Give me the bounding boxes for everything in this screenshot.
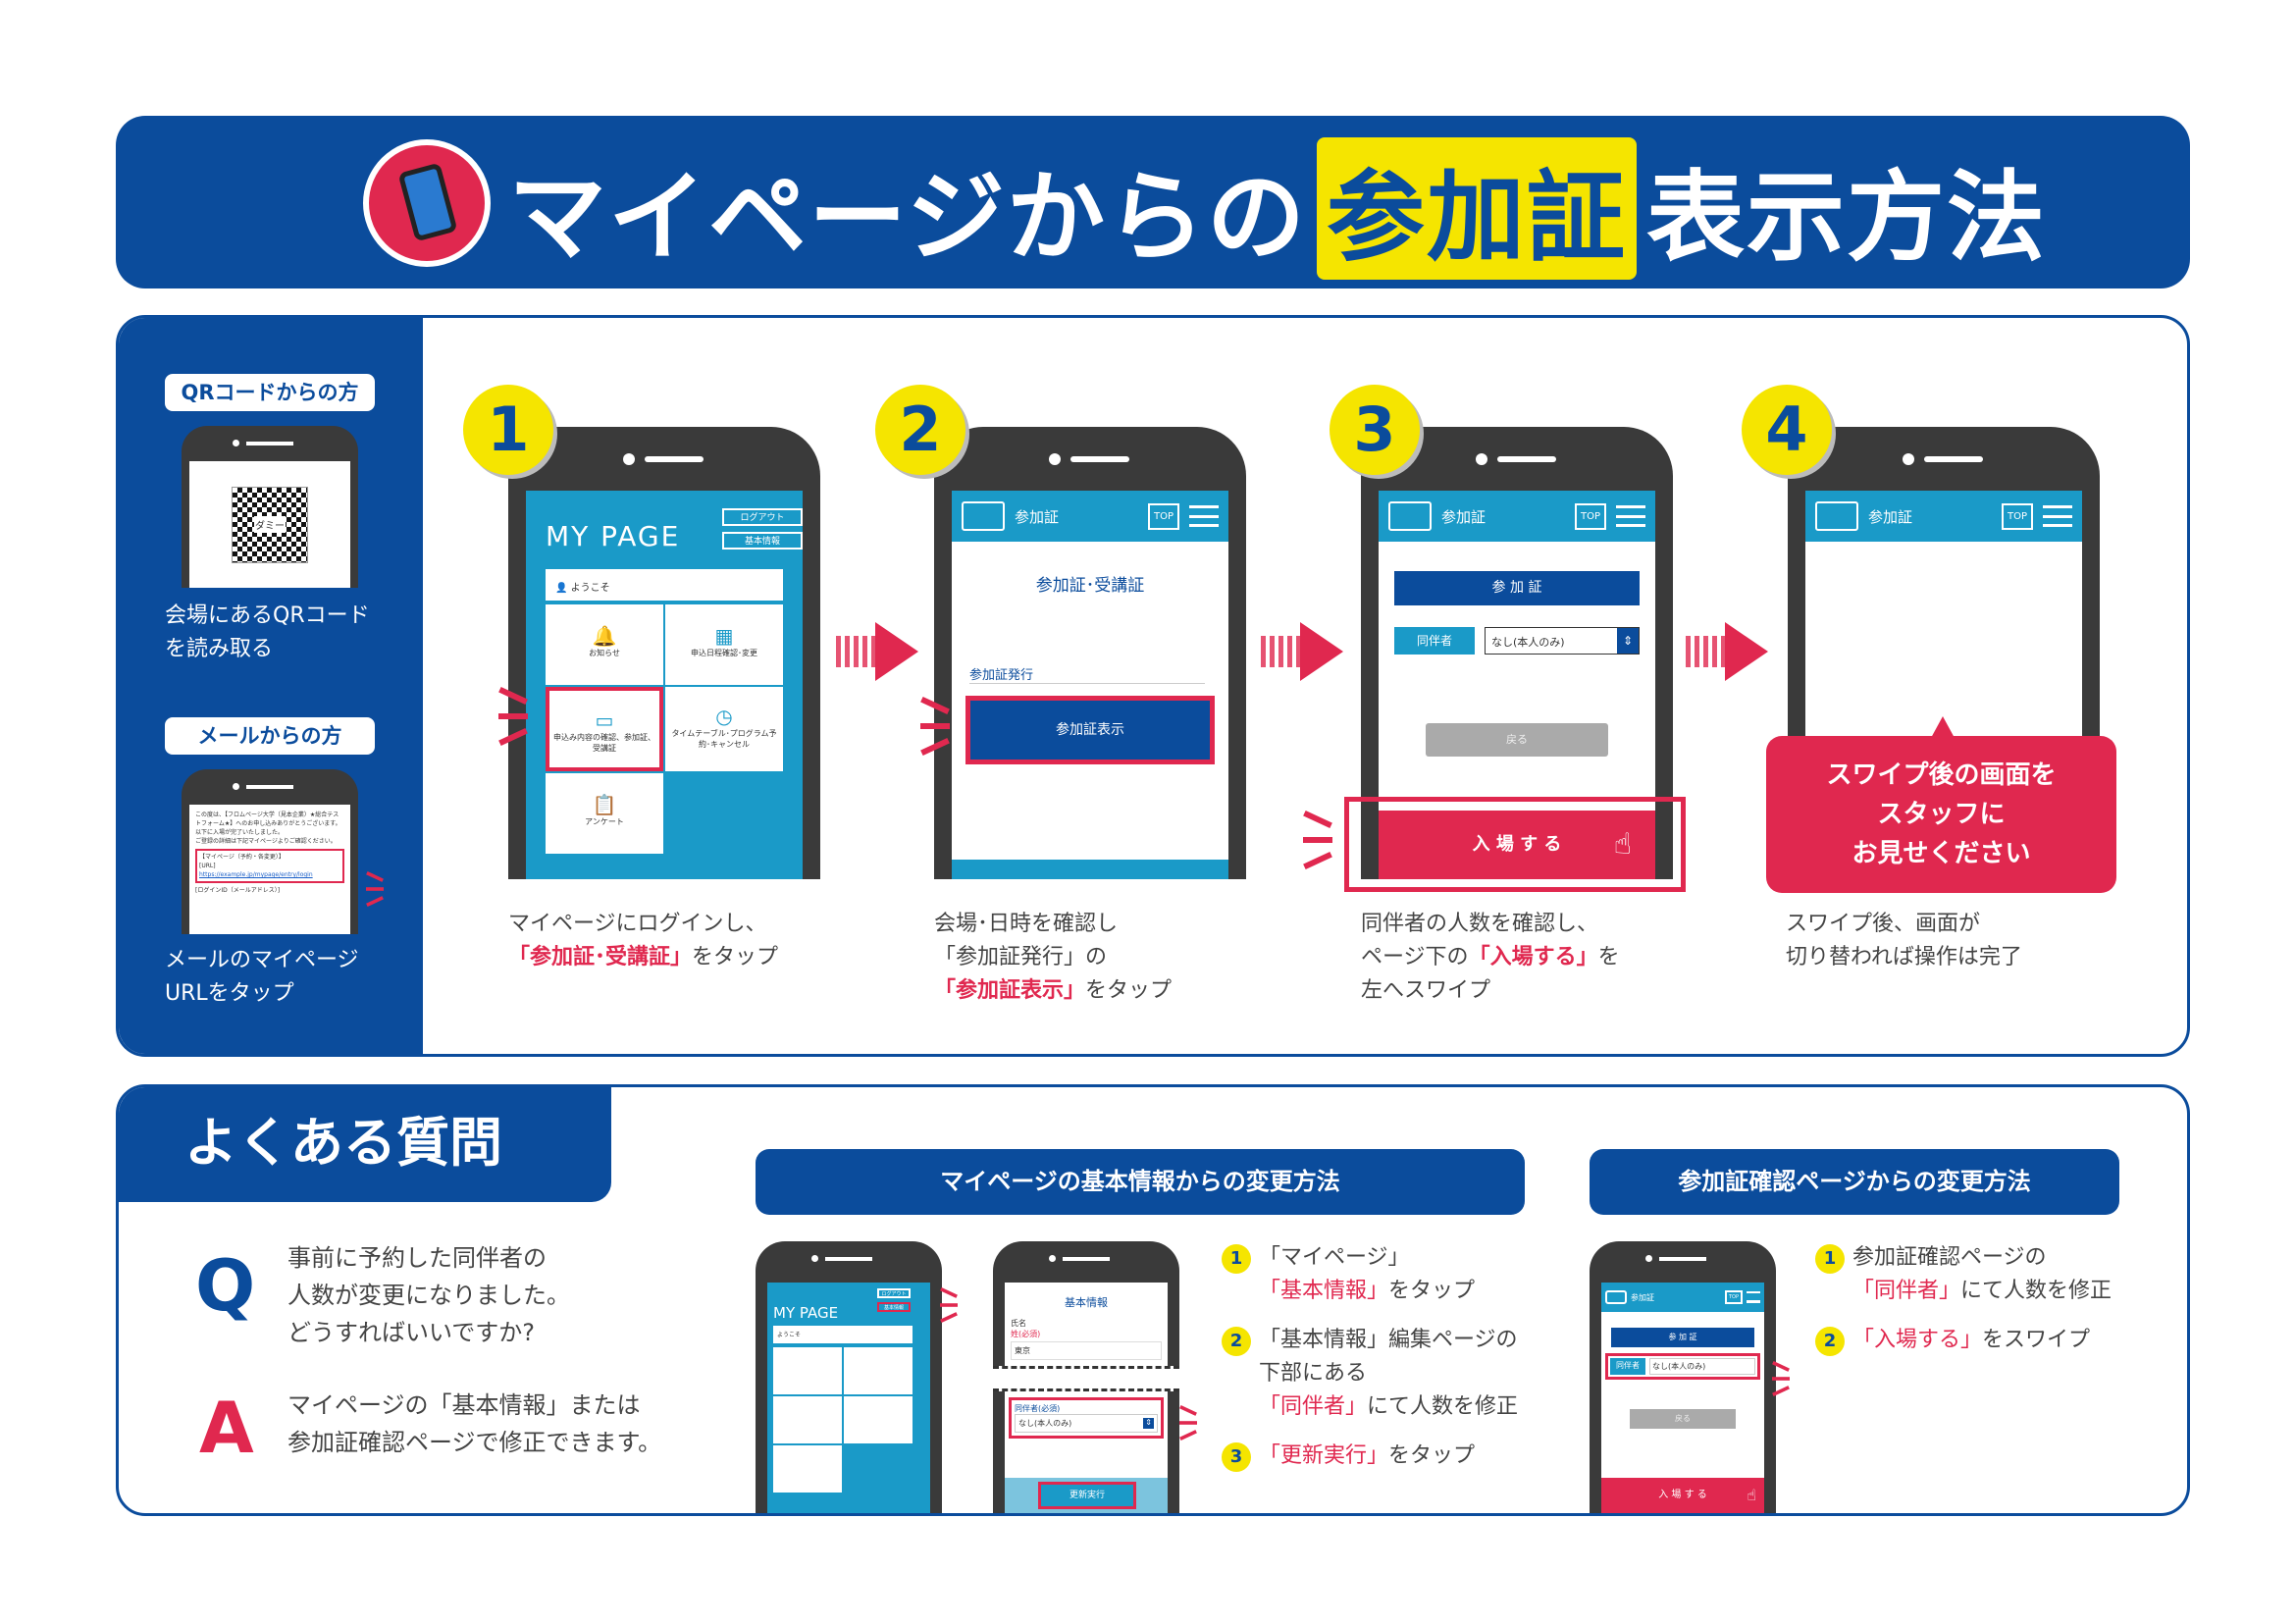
update-button[interactable]: 更新実行 [1038, 1482, 1136, 1509]
method1-steps: 1「マイページ」 「基本情報」をタップ 2「基本情報」編集ページの 下部にある … [1222, 1241, 1518, 1473]
id-card-icon: ▭ [595, 708, 614, 732]
title-highlight: 参加証 [1317, 137, 1637, 280]
step-badge-1: 1 [463, 385, 553, 475]
hand-holding-phone-icon [363, 139, 491, 267]
tile-admission-pass[interactable]: ▭申込み内容の確認、参加証、受講証 [546, 687, 663, 771]
back-button[interactable]: 戻る [1630, 1409, 1736, 1429]
tile-survey[interactable]: 📋アンケート [546, 773, 663, 854]
hamburger-menu-icon[interactable] [1616, 505, 1645, 527]
method1-heading: マイページの基本情報からの変更方法 [756, 1149, 1525, 1215]
welcome-bar: ようこそ [773, 1326, 913, 1343]
companion-field-box: 同伴者(必須) なし(本人のみ)⇕ [1009, 1397, 1164, 1439]
companion-row[interactable]: 同伴者 なし(本人のみ) [1605, 1353, 1760, 1380]
sei-field[interactable]: 東京 [1011, 1341, 1162, 1360]
tile-news[interactable]: 🔔お知らせ [546, 604, 663, 685]
access-methods-sidebar: QRコードからの方 ダミー 会場にあるQRコードを読み取る メールからの方 この… [119, 318, 423, 1054]
step-badge-2: 2 [875, 385, 965, 475]
step3-caption: 同伴者の人数を確認し、 ページ下の「入場する」を 左へスワイプ [1361, 912, 1620, 1003]
top-button[interactable]: TOP [2001, 502, 2033, 530]
swipe-hand-icon: ☝ [1747, 1486, 1756, 1504]
title-banner: マイページからの 参加証 表示方法 [116, 116, 2190, 288]
qr-code-icon: ダミー [232, 486, 308, 563]
method1-mypage-phone: MY PAGE ログアウト 基本情報 ようこそ [756, 1241, 942, 1513]
mypage-title: MY PAGE [546, 520, 681, 552]
logout-button[interactable]: ログアウト [877, 1288, 911, 1298]
hamburger-menu-icon[interactable] [2043, 505, 2072, 527]
pass-title: 参 加 証 [1394, 571, 1640, 605]
step4-caption: スワイプ後、画面が切り替われば操作は完了 [1786, 912, 2022, 969]
top-button[interactable]: TOP [1147, 502, 1179, 530]
logout-button[interactable]: ログアウト [722, 508, 803, 526]
show-pass-button[interactable]: 参加証表示 [965, 696, 1215, 764]
next-arrow-icon [1686, 622, 1774, 681]
companion-label: 同伴者 [1394, 627, 1475, 655]
mypage-url-link[interactable]: https://example.jp/mypage/entry/login [199, 871, 313, 878]
clipboard-icon: 📋 [592, 793, 617, 816]
show-staff-callout: スワイプ後の画面をスタッフにお見せください [1766, 716, 2116, 893]
basic-info-button[interactable]: 基本情報 [722, 532, 803, 550]
enter-highlight [1344, 797, 1686, 892]
mail-url-box[interactable]: 【マイページ（予約・各変更）】[URL] https://example.jp/… [195, 849, 344, 883]
enter-swipe-button[interactable]: 入 場 す る☝ [1601, 1478, 1764, 1513]
hamburger-menu-icon [1747, 1291, 1760, 1303]
mail-phone: この度は、【フロムページ大学（見本企業）★総合テストフォーム★】へのお申し込みあ… [182, 769, 384, 934]
method1-basic-info-phone: 基本情報 氏名 姓(必須) 東京 同伴者(必須) なし(本人のみ)⇕ 更新実行 [993, 1241, 1179, 1513]
next-arrow-icon [836, 622, 924, 681]
title-text: 表示方法 [1646, 160, 2047, 275]
qr-phone: ダミー [182, 426, 358, 588]
q-icon: Q [195, 1244, 256, 1327]
step1-phone: MY PAGE ログアウト 基本情報 👤 ようこそ 🔔お知らせ ▦申込日程確認･… [508, 427, 820, 879]
answer-text: マイページの「基本情報」または参加証確認ページで修正できます。 [287, 1391, 662, 1456]
welcome-bar: 👤 ようこそ [546, 569, 783, 601]
top-button[interactable]: TOP [1724, 1290, 1743, 1304]
swipe-hand-icon: ☝ [1613, 827, 1632, 862]
screen-heading: 参加証･受講証 [1035, 576, 1145, 596]
qr-caption: 会場にあるQRコードを読み取る [165, 603, 370, 661]
bell-icon: 🔔 [592, 624, 617, 648]
calendar-icon: ▦ [714, 624, 734, 648]
section-label: 参加証発行 [969, 664, 1205, 684]
step2-caption: 会場･日時を確認し「参加証発行」の 「参加証表示」をタップ [934, 912, 1173, 1003]
tile-schedule[interactable]: ▦申込日程確認･変更 [665, 604, 783, 685]
step-badge-4: 4 [1742, 385, 1832, 475]
title-text: マイページからの [508, 160, 1307, 275]
step-badge-3: 3 [1330, 385, 1420, 475]
hamburger-menu-icon[interactable] [1189, 505, 1219, 527]
a-icon: A [199, 1387, 254, 1469]
top-button[interactable]: TOP [1574, 502, 1606, 530]
clock-icon: ◷ [715, 705, 733, 728]
next-arrow-icon [1261, 622, 1349, 681]
id-card-icon [962, 501, 1005, 531]
back-button[interactable]: 戻る [1426, 723, 1608, 757]
companion-select[interactable]: なし(本人のみ)⇕ [1015, 1414, 1158, 1433]
question-text: 事前に予約した同伴者の人数が変更になりました。どうすればいいですか? [287, 1244, 570, 1346]
chevron-updown-icon: ⇕ [1143, 1418, 1154, 1429]
method2-heading: 参加証確認ページからの変更方法 [1590, 1149, 2119, 1215]
id-card-icon [1388, 501, 1432, 531]
chevron-updown-icon: ⇕ [1617, 628, 1639, 654]
companion-select[interactable]: なし(本人のみ)⇕ [1485, 627, 1640, 655]
enter-swipe-button[interactable]: 入 場 す る☝ [1379, 811, 1655, 879]
faq-title: よくある質問 [119, 1087, 611, 1202]
qr-tag: QRコードからの方 [165, 374, 375, 411]
basic-info-button[interactable]: 基本情報 [877, 1302, 911, 1312]
steps-panel: QRコードからの方 ダミー 会場にあるQRコードを読み取る メールからの方 この… [116, 315, 2190, 1057]
qr-dummy-label: ダミー [254, 516, 286, 533]
mail-tag: メールからの方 [165, 717, 375, 755]
id-card-icon [1815, 501, 1858, 531]
tile-timetable[interactable]: ◷タイムテーブル･プログラム予約･キャンセル [665, 687, 783, 771]
faq-panel: よくある質問 Q 事前に予約した同伴者の人数が変更になりました。どうすればいいで… [116, 1084, 2190, 1516]
page-title: マイページからの 参加証 表示方法 [508, 137, 2047, 280]
step1-caption: マイページにログインし、 「参加証･受講証」をタップ [508, 912, 779, 969]
